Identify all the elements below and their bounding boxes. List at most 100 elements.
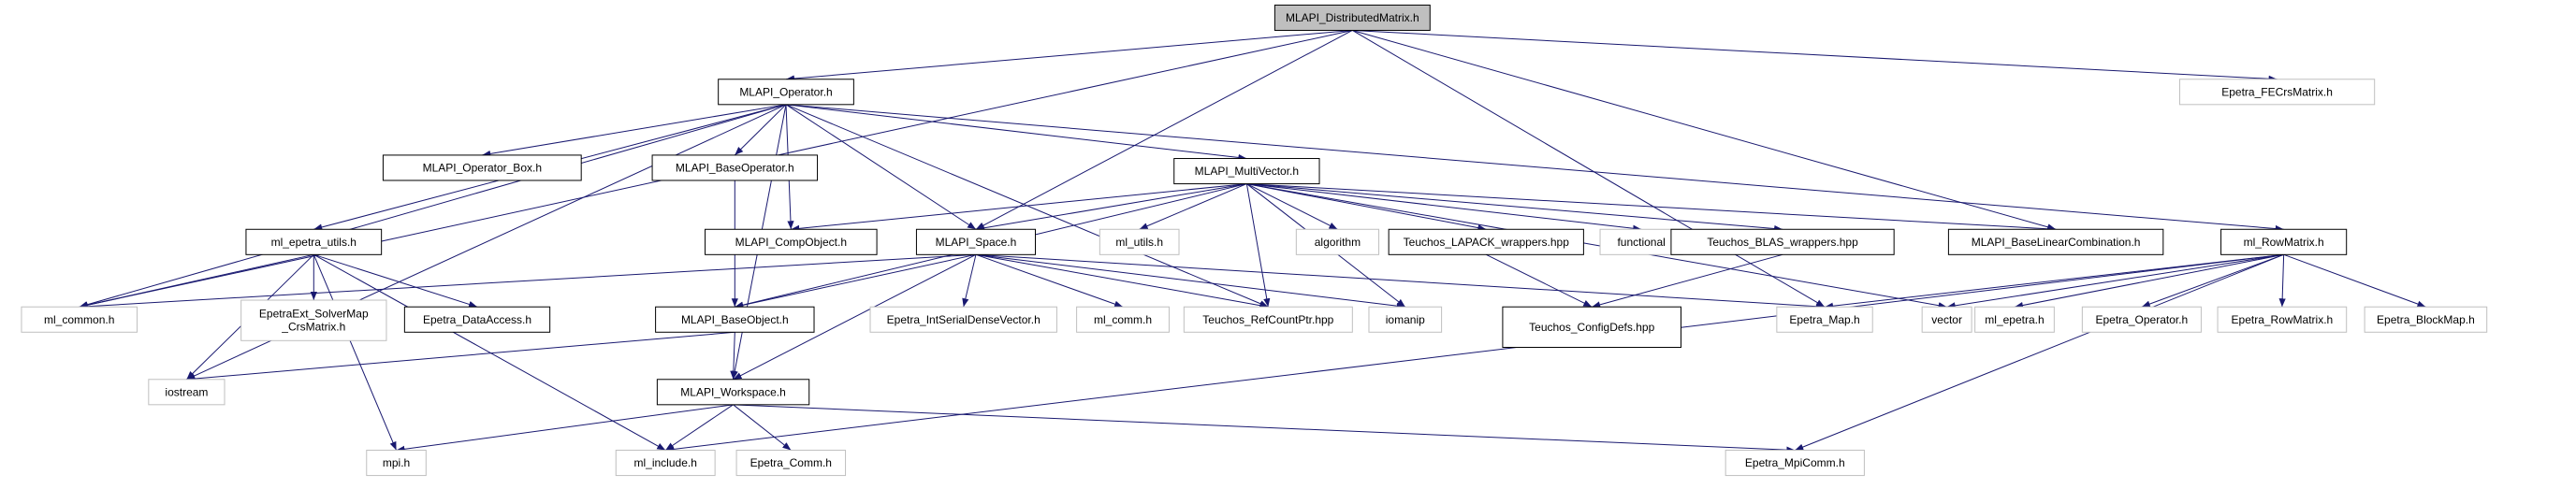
edge-multivector-to-algorithm: [1246, 183, 1338, 230]
node-box: [651, 154, 819, 181]
node-operator_box[interactable]: MLAPI_Operator_Box.h: [382, 154, 582, 181]
node-label: ml_common.h: [44, 313, 114, 326]
node-label: ml_RowMatrix.h: [2244, 236, 2324, 249]
edge-multivector-to-refcount: [1245, 183, 1271, 308]
node-label: mpi.h: [383, 456, 410, 469]
node-mpi_comm: Epetra_MpiComm.h: [1725, 450, 1865, 477]
edge-operator-to-multivector: [785, 104, 1247, 162]
edge-ml_epetra_utils-to-mpi: [313, 254, 397, 451]
node-ml_common: ml_common.h: [21, 306, 138, 333]
edge-multivector-to-vector: [1246, 183, 1947, 309]
node-box: [2178, 79, 2376, 106]
node-label: ml_epetra_utils.h: [271, 236, 357, 249]
node-label: EpetraExt_SolverMap: [259, 308, 369, 321]
edge-distributed_matrix-to-base_linear: [1352, 29, 2057, 231]
node-epetra_rowmatrix: Epetra_RowMatrix.h: [2217, 306, 2348, 333]
node-iomanip: iomanip: [1368, 306, 1443, 333]
node-config_defs[interactable]: Teuchos_ConfigDefs.hpp: [1502, 306, 1682, 349]
edge-row_matrix-to-epetra_map: [1824, 253, 2284, 309]
edge-multivector-to-comp_object: [791, 183, 1247, 232]
node-box: [148, 379, 226, 406]
node-label: Teuchos_BLAS_wrappers.hpp: [1707, 236, 1858, 249]
node-box: [240, 299, 387, 341]
edge-operator-to-operator_box: [482, 104, 787, 157]
edge-operator-to-base_operator: [734, 104, 787, 156]
edge-operator-to-row_matrix: [785, 104, 2284, 233]
node-data_access[interactable]: Epetra_DataAccess.h: [403, 306, 551, 333]
edge-row_matrix-to-block_map: [2283, 253, 2426, 308]
node-box: [1670, 228, 1895, 255]
edge-multivector-to-lapack: [1246, 183, 1487, 232]
node-label: iomanip: [1386, 313, 1425, 326]
node-comp_object[interactable]: MLAPI_CompObject.h: [705, 228, 878, 255]
node-box: [735, 450, 847, 477]
node-box: [705, 228, 878, 255]
node-ml_utils: ml_utils.h: [1099, 228, 1180, 255]
node-space[interactable]: MLAPI_Space.h: [915, 228, 1036, 255]
node-box: [1099, 228, 1180, 255]
node-algorithm: algorithm: [1295, 228, 1380, 255]
edge-distributed_matrix-to-fecrs: [1352, 29, 2278, 82]
node-label: MLAPI_BaseLinearCombination.h: [1972, 236, 2141, 249]
node-label: ml_include.h: [634, 456, 697, 469]
node-blas[interactable]: Teuchos_BLAS_wrappers.hpp: [1670, 228, 1895, 255]
node-ml_include: ml_include.h: [615, 450, 716, 477]
node-label: MLAPI_BaseOperator.h: [676, 161, 794, 174]
node-multivector[interactable]: MLAPI_MultiVector.h: [1173, 158, 1320, 185]
edge-space-to-epetra_map: [975, 253, 1826, 310]
node-label: ml_epetra.h: [1985, 313, 2044, 326]
node-row_matrix[interactable]: ml_RowMatrix.h: [2220, 228, 2348, 255]
node-operator[interactable]: MLAPI_Operator.h: [718, 79, 854, 106]
node-label: Teuchos_LAPACK_wrappers.hpp: [1404, 236, 1570, 249]
node-lapack[interactable]: Teuchos_LAPACK_wrappers.hpp: [1388, 228, 1584, 255]
node-box: [21, 306, 138, 333]
node-label: algorithm: [1315, 236, 1361, 249]
node-label: MLAPI_Workspace.h: [680, 385, 786, 398]
edge-space-to-int_serial: [962, 254, 977, 308]
node-box: [403, 306, 551, 333]
node-label: iostream: [165, 385, 208, 398]
node-base_object[interactable]: MLAPI_BaseObject.h: [655, 306, 815, 333]
node-workspace[interactable]: MLAPI_Workspace.h: [656, 379, 810, 406]
node-box: [656, 379, 810, 406]
edge-space-to-ml_comm: [975, 253, 1124, 308]
node-label: vector: [1931, 313, 1962, 326]
node-epetra_comm: Epetra_Comm.h: [735, 450, 847, 477]
node-ml_epetra_utils[interactable]: ml_epetra_utils.h: [245, 228, 383, 255]
node-ml_comm: ml_comm.h: [1076, 306, 1170, 333]
node-box: [655, 306, 815, 333]
node-label: MLAPI_DistributedMatrix.h: [1286, 11, 1419, 24]
node-box: [1776, 306, 1873, 333]
edge-row_matrix-to-ml_include: [665, 253, 2284, 453]
node-distributed_matrix[interactable]: MLAPI_DistributedMatrix.h: [1273, 4, 1431, 31]
edge-operator-to-space: [785, 104, 977, 230]
edge-distributed_matrix-to-operator: [785, 29, 1353, 82]
edge-blas-to-config_defs: [1592, 253, 1783, 309]
node-label: Teuchos_ConfigDefs.hpp: [1529, 321, 1654, 334]
node-box: [1273, 4, 1431, 31]
node-box: [2220, 228, 2348, 255]
edge-base_object-to-workspace: [730, 332, 737, 380]
node-label: MLAPI_CompObject.h: [735, 236, 847, 249]
node-label: ml_comm.h: [1094, 313, 1152, 326]
node-box: [1388, 228, 1584, 255]
edge-row_matrix-to-mpi_comm: [1795, 253, 2284, 451]
node-epetra_map: Epetra_Map.h: [1776, 306, 1873, 333]
node-box: [1183, 306, 1353, 333]
node-box: [245, 228, 383, 255]
node-box: [1502, 306, 1682, 349]
node-label: MLAPI_Space.h: [936, 236, 1017, 249]
node-base_operator[interactable]: MLAPI_BaseOperator.h: [651, 154, 819, 181]
node-box: [615, 450, 716, 477]
edge-multivector-to-functional: [1246, 183, 1642, 232]
node-box: [1599, 228, 1683, 255]
node-label: MLAPI_BaseObject.h: [681, 313, 789, 326]
node-base_linear[interactable]: MLAPI_BaseLinearCombination.h: [1947, 228, 2164, 255]
node-label: Epetra_IntSerialDenseVector.h: [887, 313, 1041, 326]
edge-space-to-workspace: [733, 253, 977, 381]
node-int_serial: Epetra_IntSerialDenseVector.h: [869, 306, 1057, 333]
edge-ml_epetra_utils-to-ml_include: [313, 253, 666, 451]
node-box: [1368, 306, 1443, 333]
edge-distributed_matrix-to-epetra_map: [1352, 30, 1826, 308]
node-label: _CrsMatrix.h: [281, 321, 345, 334]
